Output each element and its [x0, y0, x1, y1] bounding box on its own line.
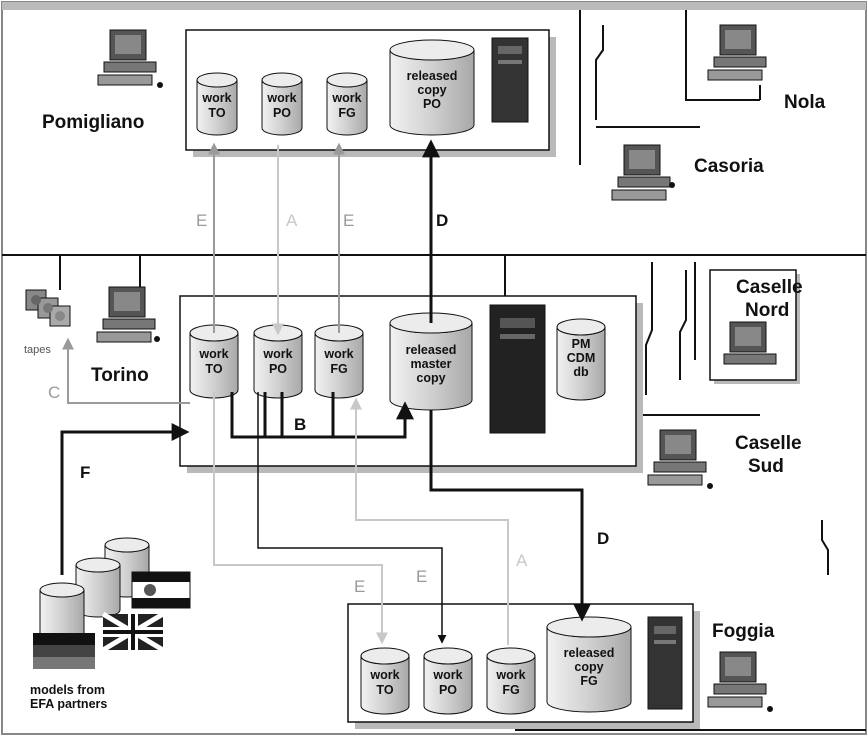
pom-work-to-line1: work: [201, 91, 231, 105]
pom-work-fg-line1: work: [331, 91, 361, 105]
pom-work-to-line2: TO: [208, 106, 225, 120]
flow-c-tapes: [62, 337, 190, 404]
tor-pm-line2: CDM: [567, 351, 595, 365]
tor-released-line3: copy: [416, 371, 445, 385]
pomigliano-computer-icon: [97, 29, 163, 88]
caselle-nord-computer-icon: [723, 321, 777, 365]
tor-work-fg-line1: work: [323, 347, 353, 361]
top-shadow-bar: [2, 2, 866, 10]
pom-work-po-line1: work: [266, 91, 296, 105]
flag-spain-icon: [131, 571, 191, 609]
label-d-fog: D: [597, 529, 609, 548]
label-c-tapes: C: [48, 383, 60, 402]
fog-work-po-line2: PO: [439, 683, 457, 697]
torino-computer-icon: [96, 286, 160, 343]
label-e-pom-to: E: [196, 211, 207, 230]
fog-work-fg-line2: FG: [502, 683, 519, 697]
site-label-caselle-nord-1: Caselle: [736, 277, 803, 298]
pom-released-line1: released: [407, 69, 458, 83]
pom-work-fg-db: work FG: [326, 72, 368, 136]
pom-work-to-db: work TO: [196, 72, 238, 136]
tor-work-po-db: work PO: [253, 324, 303, 399]
partner-models-icon: [39, 537, 150, 648]
flow-b-bus: [230, 392, 414, 439]
fog-released-line3: FG: [580, 674, 597, 688]
casoria-computer-icon: [611, 144, 675, 201]
foggia-computer-icon: [707, 651, 773, 712]
fog-work-po-db: work PO: [423, 647, 473, 715]
fog-released-db: released copy FG: [546, 616, 632, 713]
pom-work-po-db: work PO: [261, 72, 303, 136]
nola-computer-icon: [707, 24, 767, 81]
fog-work-fg-db: work FG: [486, 647, 536, 715]
partners-label-line2: EFA partners: [30, 697, 107, 711]
flow-f-partners: [60, 423, 190, 575]
tapes-icon: [25, 289, 71, 327]
label-a-fog-fg: A: [516, 551, 528, 570]
fog-work-to-line2: TO: [376, 683, 393, 697]
tapes-label: tapes: [24, 344, 51, 356]
site-label-nola: Nola: [784, 92, 826, 113]
foggia-server-icon: [647, 616, 683, 710]
fog-work-fg-line1: work: [495, 668, 525, 682]
fog-released-line2: copy: [574, 660, 603, 674]
flow-e-fog-po: [257, 392, 447, 644]
tor-pm-line3: db: [573, 365, 589, 379]
label-d-pom: D: [436, 211, 448, 230]
pom-work-po-line2: PO: [273, 106, 291, 120]
fog-work-to-db: work TO: [360, 647, 410, 715]
pom-released-line2: copy: [417, 83, 446, 97]
pom-released-line3: PO: [423, 97, 441, 111]
site-label-caselle-nord-2: Nord: [745, 300, 789, 321]
label-e-fog-to: E: [354, 577, 365, 596]
flow-a-fog-fg: [350, 397, 509, 645]
site-label-casoria: Casoria: [694, 156, 764, 177]
tor-work-to-line1: work: [198, 347, 228, 361]
label-a-pom-po: A: [286, 211, 298, 230]
tor-released-line1: released: [406, 343, 457, 357]
tor-released-db: released master copy: [389, 312, 473, 411]
tor-work-to-line2: TO: [205, 362, 222, 376]
caselle-sud-computer-icon: [647, 429, 713, 489]
label-b-torino: B: [294, 415, 306, 434]
tor-work-fg-line2: FG: [330, 362, 347, 376]
tor-work-po-line1: work: [262, 347, 292, 361]
flag-uk-icon: [101, 611, 165, 653]
partners-label-line1: models from: [30, 683, 105, 697]
tor-work-po-line2: PO: [269, 362, 287, 376]
pom-released-db: released copy PO: [389, 39, 475, 136]
fog-released-line1: released: [564, 646, 615, 660]
label-f-partners: F: [80, 463, 90, 482]
site-label-foggia: Foggia: [712, 621, 775, 642]
tor-work-fg-db: work FG: [314, 324, 364, 399]
tor-pm-cdm-db: PM CDM db: [556, 318, 606, 401]
tor-work-to-db: work TO: [189, 324, 239, 399]
site-label-torino: Torino: [91, 365, 149, 386]
flag-germany-icon: [33, 633, 95, 669]
pomigliano-server-icon: [491, 37, 529, 123]
tor-released-line2: master: [411, 357, 452, 371]
site-label-pomigliano: Pomigliano: [42, 112, 144, 133]
pom-work-fg-line2: FG: [338, 106, 355, 120]
network-lines: [2, 10, 866, 731]
site-label-caselle-sud-2: Sud: [748, 456, 784, 477]
fog-work-po-line1: work: [432, 668, 462, 682]
label-e-fog-po: E: [416, 567, 427, 586]
torino-server-icon: [489, 304, 546, 434]
flow-e-fog-to: [213, 392, 388, 645]
site-label-caselle-sud-1: Caselle: [735, 433, 802, 454]
flow-d-fog: [429, 410, 591, 622]
label-e-pom-fg: E: [343, 211, 354, 230]
tor-pm-line1: PM: [572, 337, 591, 351]
fog-work-to-line1: work: [369, 668, 399, 682]
